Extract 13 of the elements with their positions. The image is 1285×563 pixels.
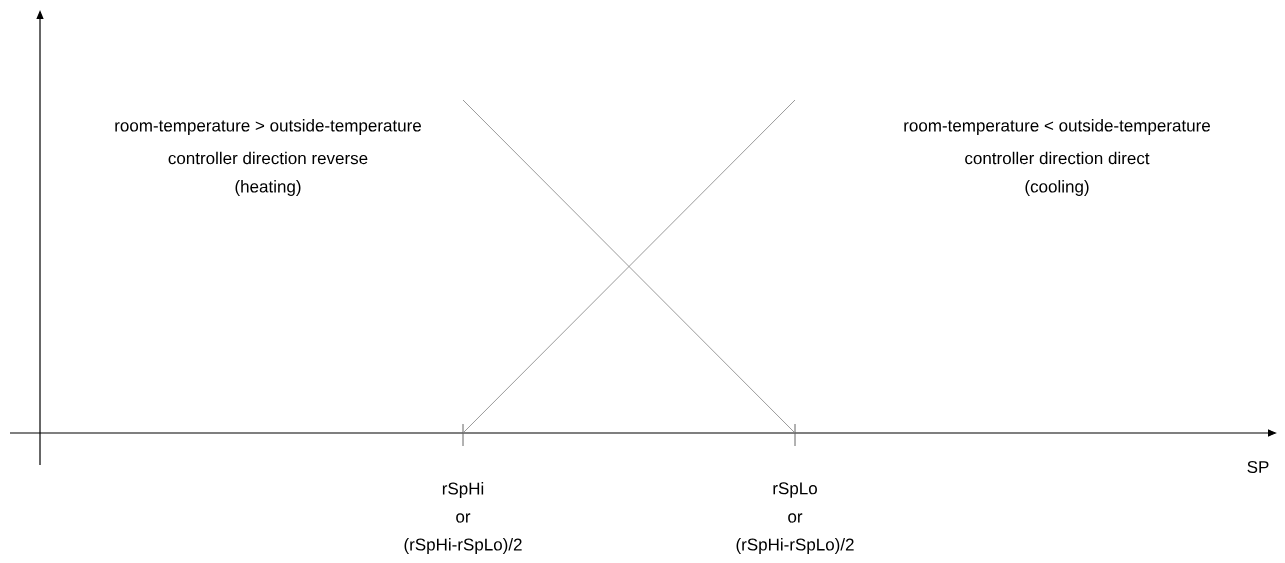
annotation-text: (heating) (235, 180, 301, 196)
tick-label: (rSpHi-rSpLo)/2 (736, 538, 854, 554)
annotation-text: controller direction reverse (168, 151, 368, 165)
axis-label: SP (1247, 461, 1269, 474)
annotation-text: controller direction direct (965, 151, 1150, 165)
annotation-text: (cooling) (1025, 180, 1089, 196)
tick-label: or (456, 513, 471, 523)
annotation-text: room-temperature < outside-temperature (904, 119, 1210, 135)
tick-label: rSpLo (773, 482, 817, 498)
annotation-text: room-temperature > outside-temperature (115, 119, 421, 135)
tick-label: or (788, 513, 803, 523)
tick-label: (rSpHi-rSpLo)/2 (404, 538, 522, 554)
tick-label: rSpHi (442, 482, 484, 498)
